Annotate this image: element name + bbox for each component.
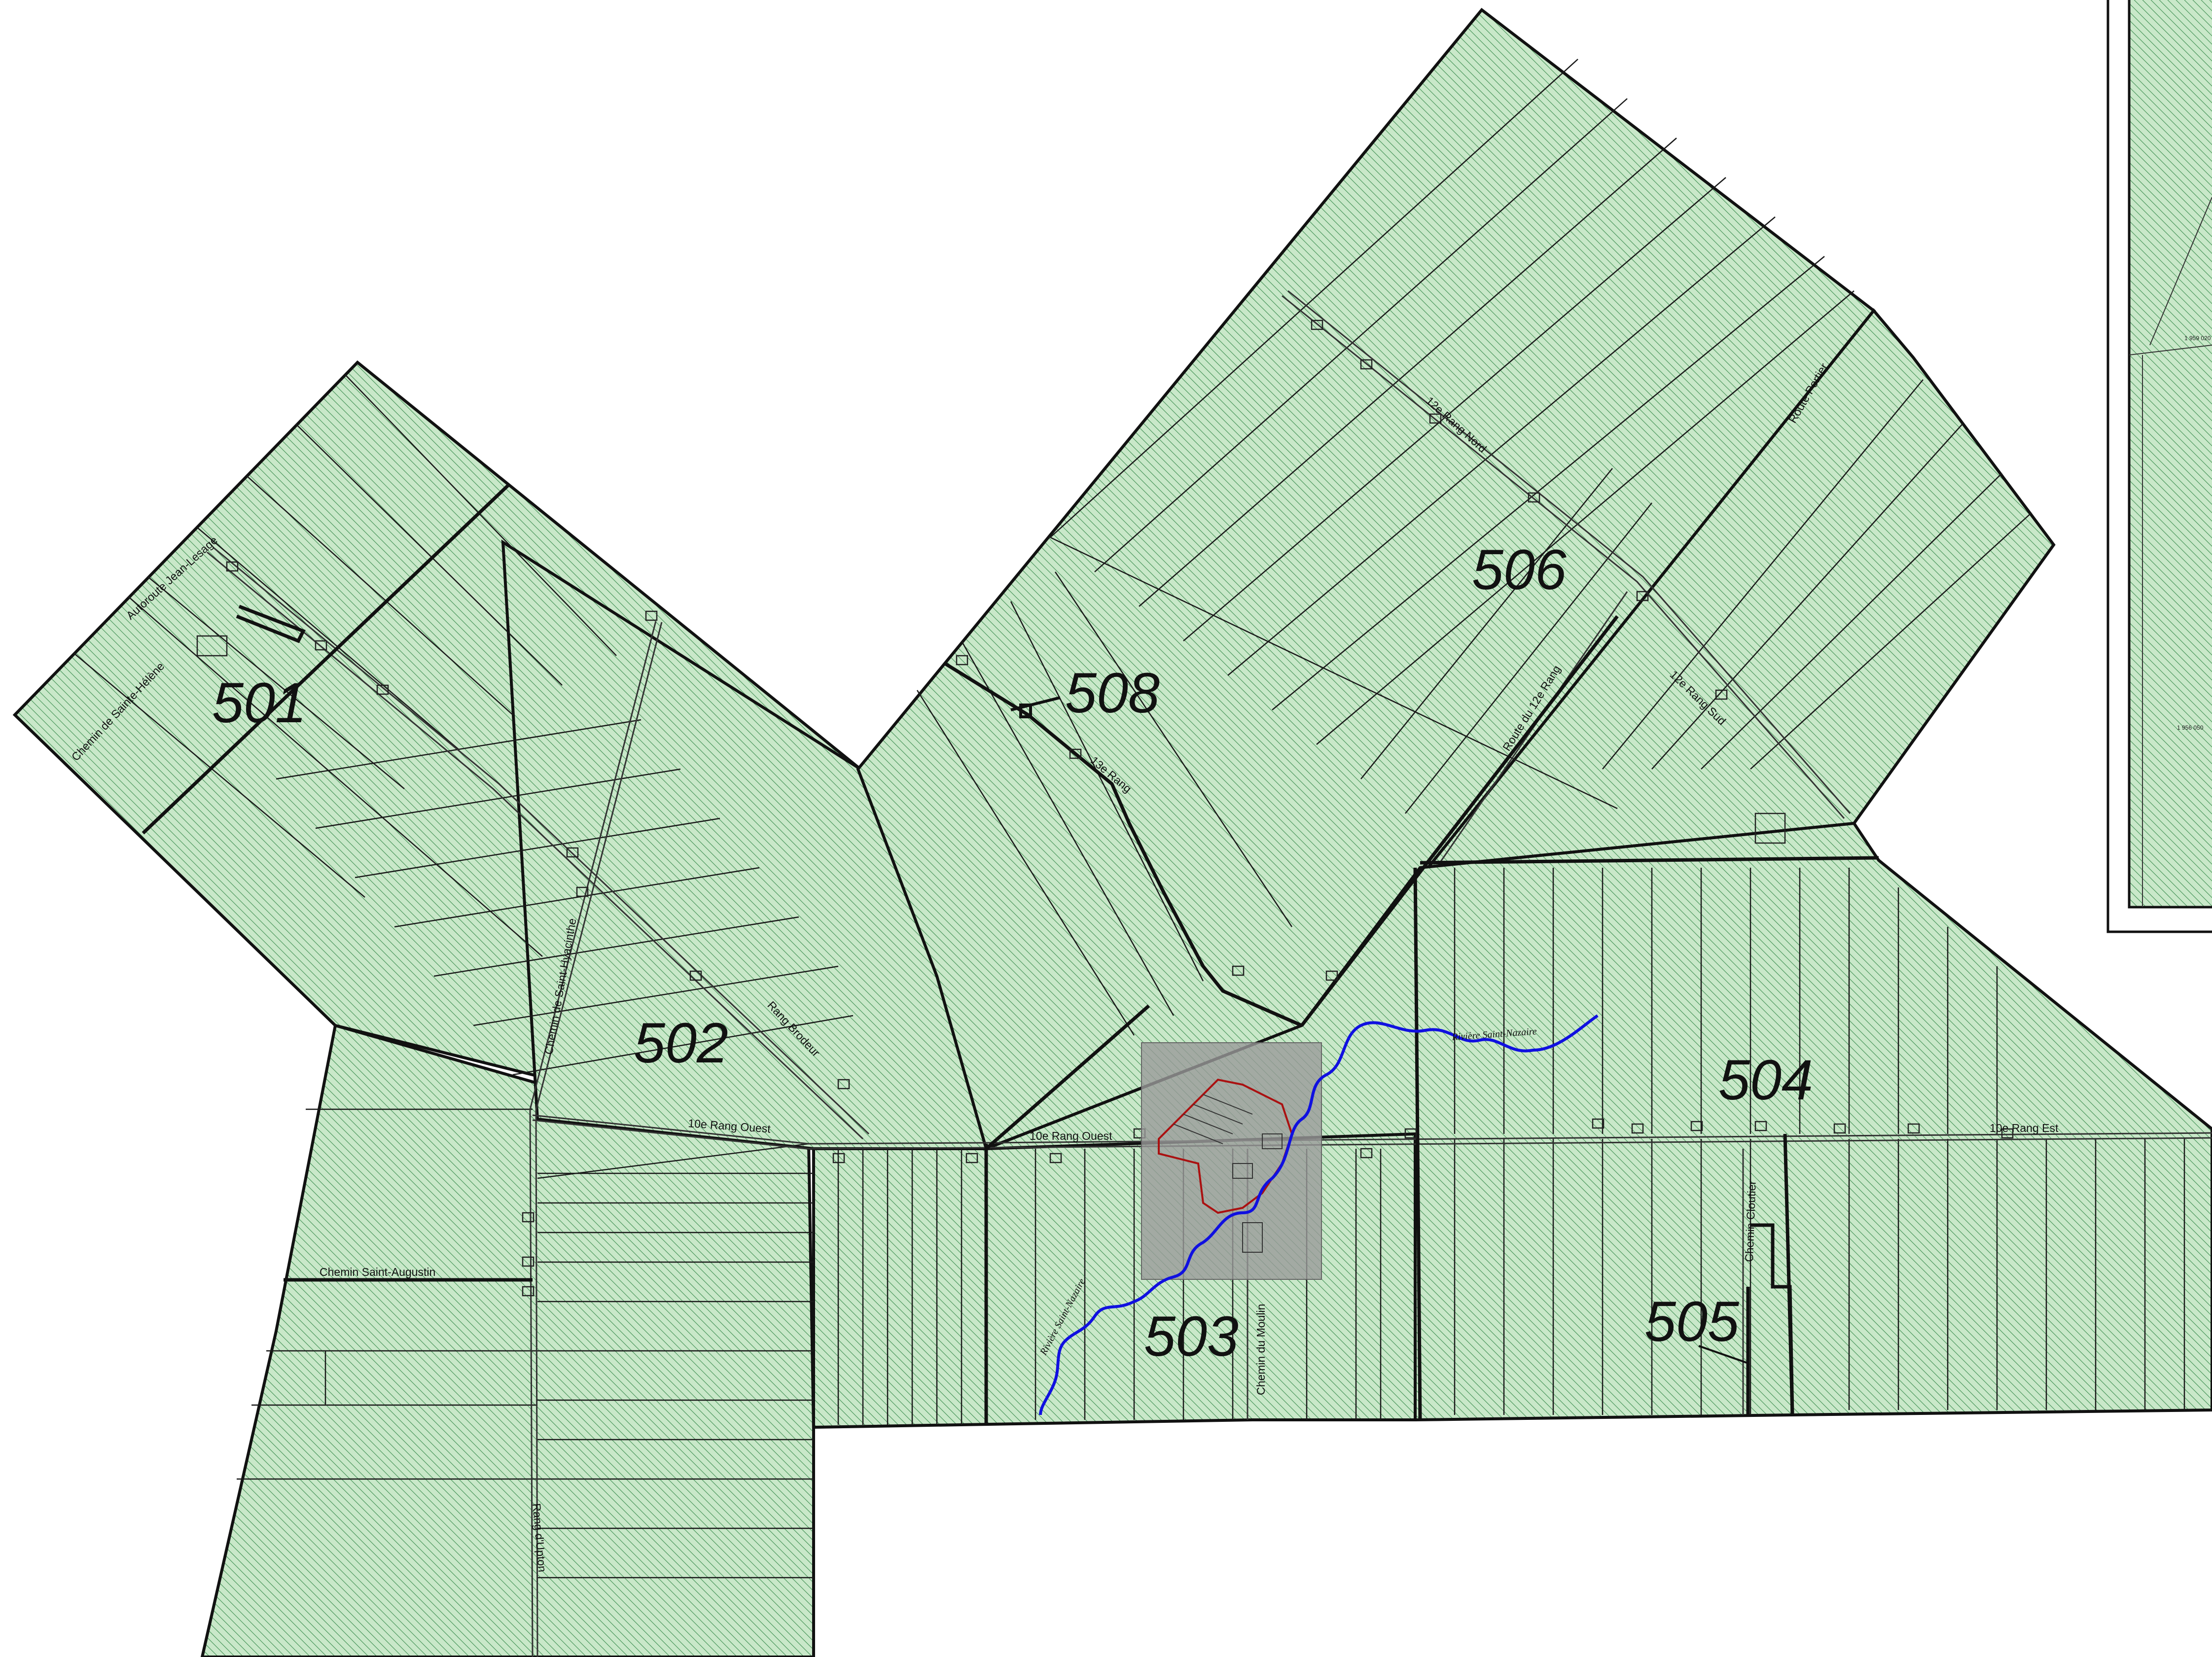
zone-label-503[interactable]: 503 <box>1144 1305 1239 1368</box>
zone-label-508[interactable]: 508 <box>1065 662 1160 725</box>
zone-label-502[interactable]: 502 <box>634 1012 728 1075</box>
zone-label-505[interactable]: 505 <box>1644 1290 1740 1353</box>
village-area <box>1141 1042 1322 1280</box>
rivers-layer <box>1039 1014 1599 1415</box>
label-10e-rang-ouest-b: 10e Rang Ouest <box>1030 1129 1112 1142</box>
zone-503-area[interactable] <box>812 1132 1417 1429</box>
zones-layer <box>12 7 2212 1657</box>
label-chemin-saint-augustin: Chemin Saint-Augustin <box>320 1266 435 1278</box>
zone-label-506[interactable]: 506 <box>1472 538 1567 601</box>
label-chemin-cloutier: Chemin Cloutier <box>1743 1180 1758 1262</box>
lot-lines <box>73 59 2185 1579</box>
inset-code-top: 1 959 020 <box>2184 335 2211 342</box>
label-10e-rang-est: 10e Rang Est <box>1990 1122 2059 1134</box>
inset-code-mid: 1 956 050 <box>2177 724 2204 731</box>
inset-labels: 1 959 020 1 956 050 <box>2177 335 2211 731</box>
buildings-layer <box>196 319 2014 1297</box>
zone-labels: 501 502 503 504 505 506 508 <box>212 538 1813 1368</box>
zone-boundaries <box>142 484 1879 1425</box>
zone-label-504[interactable]: 504 <box>1718 1049 1813 1112</box>
label-chemin-du-moulin: Chemin du Moulin <box>1254 1304 1267 1395</box>
zone-label-501[interactable]: 501 <box>212 671 307 735</box>
inset-map <box>2106 0 2212 933</box>
